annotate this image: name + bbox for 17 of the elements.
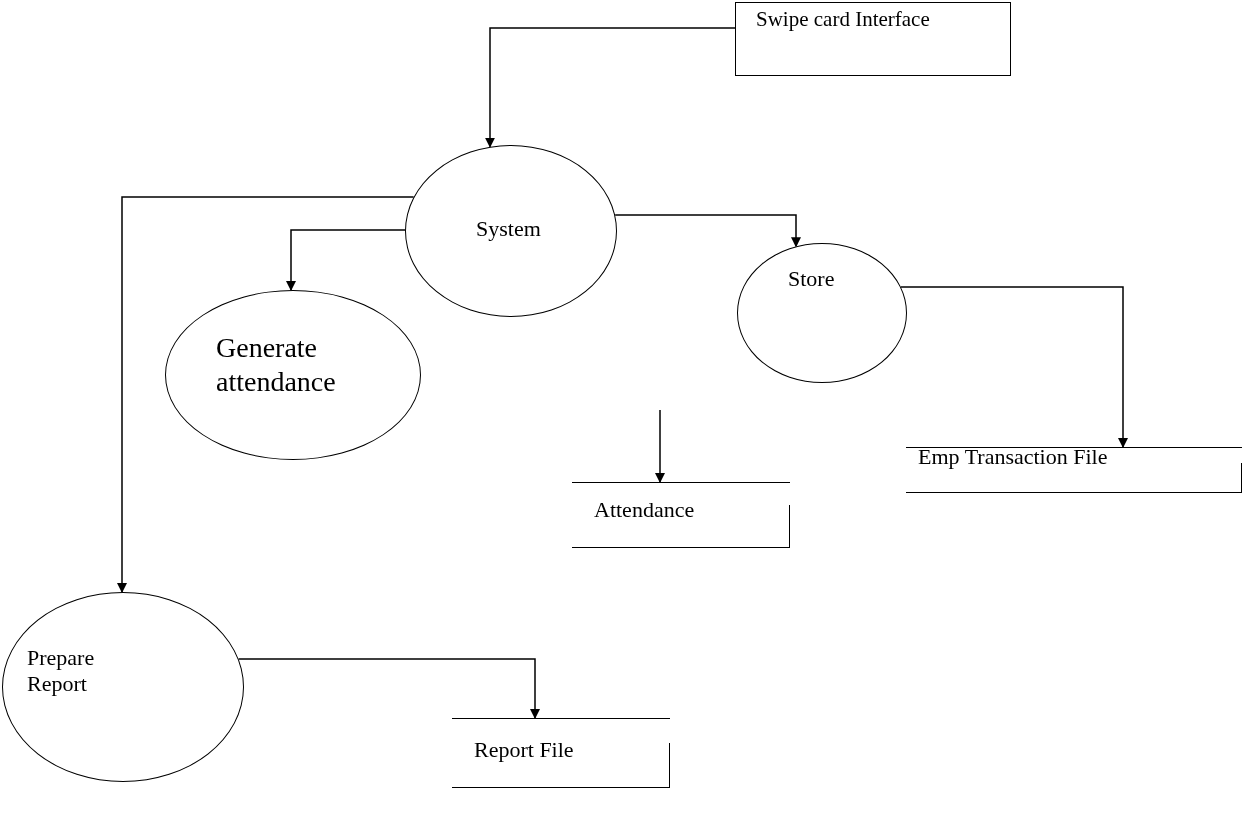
data-store: [452, 718, 670, 788]
node-label: Report File: [474, 737, 574, 763]
node-label: Prepare Report: [27, 645, 96, 698]
arrow: [900, 286, 1128, 448]
arrow: [485, 27, 736, 148]
node-label: Attendance: [594, 497, 695, 523]
arrow: [614, 214, 801, 248]
data-store: [906, 447, 1242, 493]
data-store: [572, 482, 790, 548]
node-label: Swipe card Interface: [756, 7, 930, 32]
node-label: System: [476, 216, 541, 242]
node-label: Generate attendance: [216, 331, 337, 399]
external-entity-box: [735, 2, 1011, 76]
node-label: Emp Transaction File: [918, 444, 1108, 470]
arrow: [655, 409, 665, 483]
arrow: [286, 229, 406, 291]
node-label: Store: [788, 266, 835, 292]
